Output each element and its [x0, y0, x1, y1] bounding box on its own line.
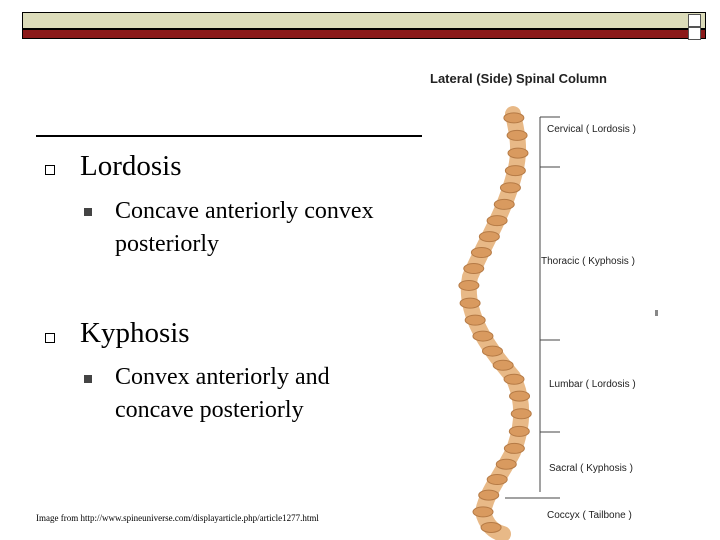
vertebra	[503, 373, 525, 385]
spine-illustration	[458, 106, 560, 540]
vertebra	[492, 359, 514, 371]
bullet-kyphosis: Kyphosis	[80, 317, 190, 349]
vertebra	[470, 247, 492, 259]
vertebra	[510, 408, 532, 420]
title-band	[22, 12, 706, 29]
lordosis-desc-line2: posteriorly	[115, 231, 219, 257]
vertebra	[495, 458, 517, 470]
vertebra	[508, 425, 530, 437]
vertebra	[480, 521, 502, 533]
label-sacral: Sacral ( Kyphosis )	[549, 463, 633, 474]
vertebra	[463, 263, 485, 275]
filled-square-bullet-icon	[84, 208, 92, 216]
label-thoracic: Thoracic ( Kyphosis )	[541, 256, 635, 267]
vertebra	[472, 506, 494, 518]
hollow-square-bullet-icon	[45, 333, 55, 343]
bracket-lines	[505, 116, 560, 499]
vertebra	[503, 112, 525, 124]
vertebra	[503, 442, 525, 454]
figure-title: Lateral (Side) Spinal Column	[430, 71, 607, 86]
vertebra	[486, 215, 508, 227]
spine-figure: Lateral (Side) Spinal Column Cervical ( …	[425, 62, 665, 540]
bullet-lordosis: Lordosis	[80, 150, 182, 182]
vertebra	[486, 473, 508, 485]
vertebra	[472, 330, 494, 342]
filled-square-bullet-icon	[84, 375, 92, 383]
vertebra	[478, 231, 500, 243]
kyphosis-desc-line1: Convex anteriorly and	[115, 364, 330, 390]
vertebra	[506, 129, 528, 141]
label-coccyx: Coccyx ( Tailbone )	[547, 510, 632, 521]
hollow-square-bullet-icon	[45, 165, 55, 175]
vertebra	[507, 147, 529, 159]
label-lumbar: Lumbar ( Lordosis )	[549, 379, 636, 390]
stray-mark	[655, 310, 658, 316]
vertebra	[458, 279, 480, 291]
vertebra	[504, 165, 526, 177]
lordosis-desc-line1: Concave anteriorly convex	[115, 198, 374, 224]
kyphosis-desc-line2: concave posteriorly	[115, 397, 304, 423]
image-credit: Image from http://www.spineuniverse.com/…	[36, 513, 319, 523]
vertebra	[481, 345, 503, 357]
vertebrae-group	[458, 112, 532, 533]
corner-square-bottom	[688, 27, 701, 40]
label-cervical: Cervical ( Lordosis )	[547, 124, 636, 135]
vertebra	[478, 489, 500, 501]
vertebra	[464, 314, 486, 326]
vertebra	[509, 390, 531, 402]
accent-band	[22, 29, 706, 39]
corner-square-top	[688, 14, 701, 27]
vertebra	[459, 297, 481, 309]
vertebra	[493, 198, 515, 210]
title-rule	[36, 135, 422, 137]
vertebra	[499, 182, 521, 194]
